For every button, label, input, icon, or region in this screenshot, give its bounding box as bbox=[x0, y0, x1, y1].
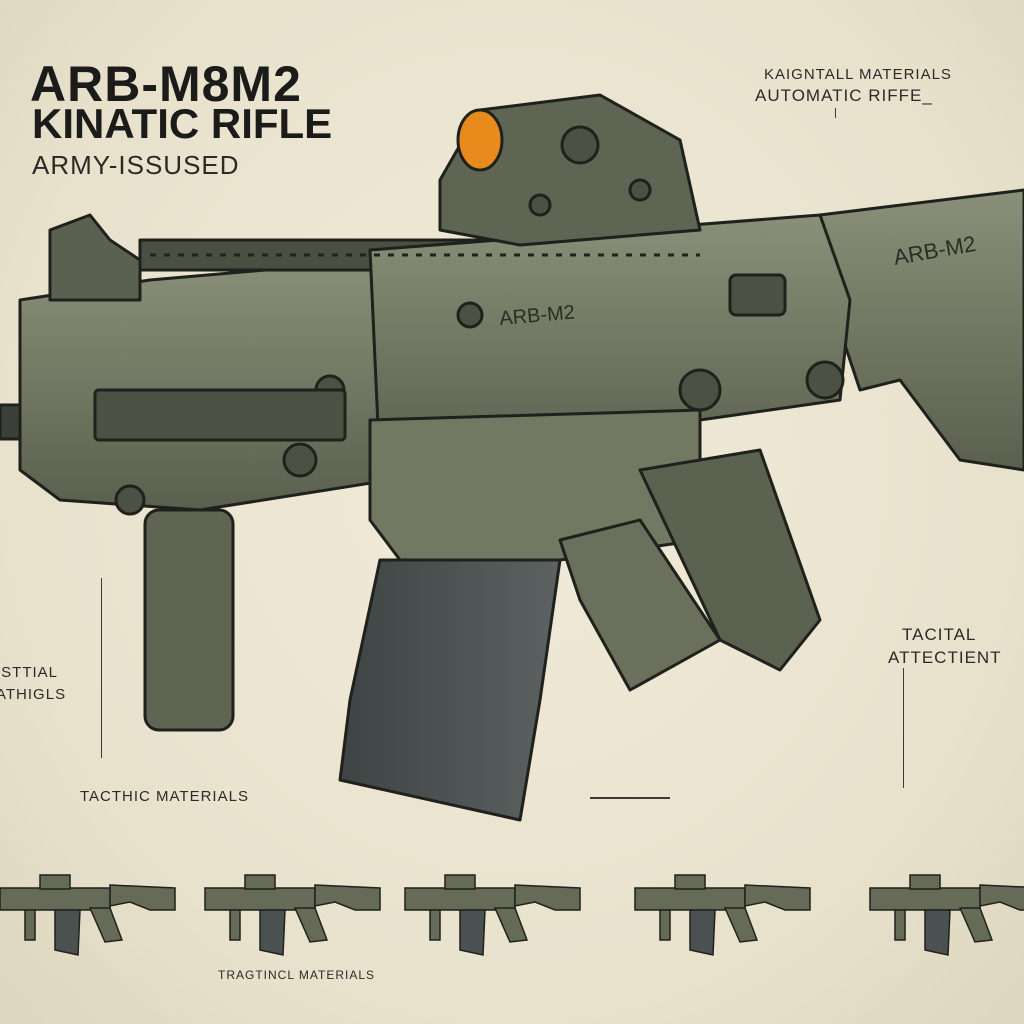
annotation-left-1: ISTTIAL bbox=[0, 664, 59, 681]
front-sight bbox=[48, 213, 142, 302]
callout-line bbox=[903, 668, 904, 788]
rifle-variant-3 bbox=[404, 874, 581, 956]
stock bbox=[818, 188, 1024, 472]
annotation-attachment: ATTECTIENT bbox=[888, 648, 1002, 667]
callout-line bbox=[835, 108, 836, 118]
annotation-automatic-rifle: AUTOMATIC RIFFE_ bbox=[755, 86, 933, 105]
trigger-guard bbox=[558, 518, 722, 692]
magazine bbox=[338, 558, 562, 822]
annotation-left-2: ATHIGLS bbox=[0, 686, 67, 703]
annotation-tactical: TACITAL bbox=[902, 625, 977, 644]
callout-line bbox=[590, 797, 670, 799]
pistol-grip bbox=[638, 448, 822, 672]
optic-lens bbox=[456, 108, 504, 172]
callout-line bbox=[101, 578, 102, 758]
page-tagline: ARMY-ISSUSED bbox=[32, 150, 240, 180]
page-title: ARB-M8M2 bbox=[30, 56, 302, 112]
optic bbox=[438, 93, 702, 247]
foregrip bbox=[143, 508, 235, 732]
annotation-bottom-materials: TRAGTINCL MATERIALS bbox=[218, 968, 376, 982]
annotation-tactical-materials: TACTHIC MATERIALS bbox=[80, 788, 249, 805]
rifle-variant-4 bbox=[634, 874, 811, 956]
rifle-variant-2 bbox=[204, 874, 381, 956]
page-subtitle: KINATIC RIFLE bbox=[32, 100, 333, 147]
rifle-variant-1 bbox=[0, 874, 176, 956]
annotation-materials: KAIGNTALL MATERIALS bbox=[764, 66, 952, 83]
rifle-variant-5 bbox=[869, 874, 1024, 956]
variant-thumbnails bbox=[0, 874, 1024, 956]
